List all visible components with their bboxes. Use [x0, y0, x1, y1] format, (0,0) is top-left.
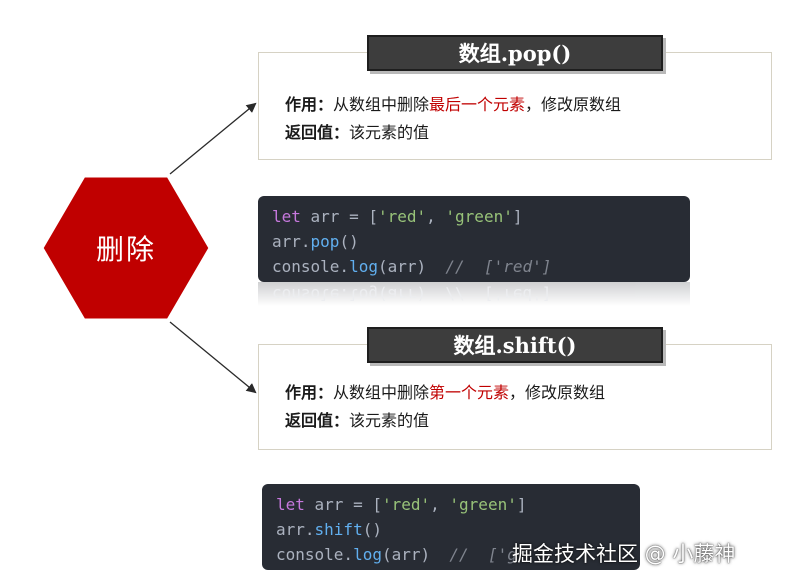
code-text: (arr) [381, 545, 431, 564]
code-text: () [362, 520, 382, 539]
code-keyword: let [276, 495, 305, 514]
arrow-to-shift [169, 321, 257, 394]
pop-purpose-line: 作用：从数组中删除最后一个元素，修改原数组 [285, 91, 621, 115]
code-text: ] [512, 207, 523, 226]
pop-purpose-post: ，修改原数组 [525, 95, 622, 114]
code-text: , [426, 207, 446, 226]
pop-return-key: 返回值： [285, 123, 350, 142]
code-text: (arr) [377, 257, 427, 276]
watermark: 掘金技术社区 @ 小藤神 [512, 542, 736, 566]
shift-return-value: 该元素的值 [349, 411, 430, 430]
code-text: , [430, 495, 450, 514]
pop-code-block: let arr = ['red', 'green']arr.pop()conso… [258, 196, 690, 282]
hexagon-label: 删除 [95, 233, 156, 266]
pop-purpose-highlight: 最后一个元素 [429, 95, 526, 114]
pop-title: 数组.pop() [367, 35, 663, 71]
shift-code-line-3: console.log(arr) // ['gr [276, 542, 626, 567]
code-string: 'green' [445, 207, 513, 226]
pop-code-reflection: console.log(arr) // ['red'] [258, 282, 690, 306]
code-text: () [339, 232, 359, 251]
pop-code-line-3: console.log(arr) // ['red'] [272, 254, 676, 279]
code-text: arr = [ [300, 207, 378, 226]
pop-purpose-pre: 从数组中删除 [333, 95, 430, 114]
shift-purpose-highlight: 第一个元素 [429, 383, 510, 402]
shift-code-block: let arr = ['red', 'green']arr.shift()con… [262, 484, 640, 570]
shift-code-line-1: let arr = ['red', 'green'] [276, 492, 626, 517]
code-function: shift [314, 520, 363, 539]
pop-code-line-2: arr.pop() [272, 229, 676, 254]
shift-purpose-key: 作用： [285, 383, 334, 402]
shift-code-line-2: arr.shift() [276, 517, 626, 542]
code-keyword: let [272, 207, 301, 226]
pop-return-value: 该元素的值 [349, 123, 430, 142]
code-text: console. [272, 257, 350, 276]
code-string: 'red' [381, 495, 431, 514]
code-function: pop [310, 232, 340, 251]
code-string: 'green' [449, 495, 517, 514]
code-text: ] [516, 495, 527, 514]
code-text: arr. [276, 520, 315, 539]
pop-code-line-1: let arr = ['red', 'green'] [272, 204, 676, 229]
code-text: arr = [ [304, 495, 382, 514]
code-text: console. [276, 545, 354, 564]
hexagon-shape [40, 174, 212, 322]
pop-return-line: 返回值：该元素的值 [285, 119, 429, 143]
pop-purpose-key: 作用： [285, 95, 334, 114]
shift-purpose-post: ，修改原数组 [509, 383, 606, 402]
code-comment: // ['red'] [426, 257, 552, 276]
delete-hexagon: 删除 [38, 172, 214, 324]
shift-purpose-line: 作用：从数组中删除第一个元素，修改原数组 [285, 379, 605, 403]
code-function: log [353, 545, 382, 564]
code-function: log [349, 257, 378, 276]
code-comment: // ['gr [430, 545, 527, 564]
shift-info-box: 数组.shift() 作用：从数组中删除第一个元素，修改原数组 返回值：该元素的… [258, 327, 772, 450]
code-string: 'red' [377, 207, 427, 226]
shift-purpose-pre: 从数组中删除 [333, 383, 430, 402]
shift-title: 数组.shift() [367, 327, 663, 363]
shift-return-key: 返回值： [285, 411, 350, 430]
arrow-to-pop [169, 102, 257, 175]
code-text: arr. [272, 232, 311, 251]
pop-info-box: 数组.pop() 作用：从数组中删除最后一个元素，修改原数组 返回值：该元素的值 [258, 35, 772, 160]
shift-return-line: 返回值：该元素的值 [285, 407, 429, 431]
